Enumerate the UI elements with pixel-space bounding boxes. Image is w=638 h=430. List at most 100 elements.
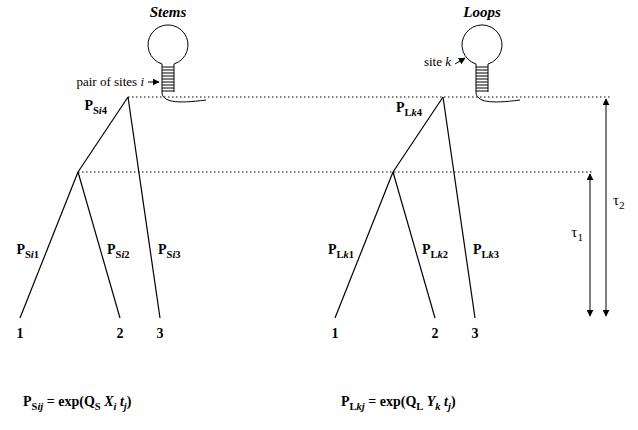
leaf-number: 2 [116, 326, 125, 343]
text-run: P [422, 242, 431, 257]
leaf-number: 1 [331, 326, 340, 343]
text-run: k [435, 400, 440, 411]
text-run: X [104, 394, 113, 409]
text-run: 1 [17, 326, 24, 341]
branch-matrix: PLk4 [395, 100, 423, 117]
text-run [101, 394, 105, 409]
text-run: kj [357, 400, 365, 411]
text-run: 3 [494, 248, 499, 259]
text-run: site [424, 54, 445, 69]
text-run: i [31, 248, 34, 259]
text-run [423, 394, 427, 409]
text-run: 4 [102, 104, 107, 115]
text-run: ij [37, 400, 43, 411]
branch-matrix: PLk2 [421, 242, 449, 259]
time-guides [78, 97, 610, 172]
text-run: L [416, 400, 423, 411]
text-run: t [444, 394, 448, 409]
panel-title: Loops [462, 3, 502, 21]
text-run: j [124, 400, 127, 411]
branch-matrix: PLk3 [472, 242, 500, 259]
text-run: 2 [124, 248, 129, 259]
text-run: = exp(Q [43, 394, 95, 409]
text-run: P [107, 242, 116, 257]
text-run: 3 [472, 326, 479, 341]
text-run: 1 [332, 326, 339, 341]
text-run: τ [571, 224, 577, 240]
text-run: pair of sites [76, 74, 140, 89]
pointer-label: pair of sites i [75, 74, 145, 90]
leaf-number: 3 [471, 326, 480, 343]
loops-tree [335, 97, 475, 318]
branch-matrix: PSi3 [157, 242, 182, 259]
text-run: 3 [157, 326, 164, 341]
text-run: S [25, 248, 31, 259]
text-run: j [448, 400, 451, 411]
leaf-number: 2 [431, 326, 440, 343]
text-run: 4 [417, 106, 422, 117]
text-run: P [84, 98, 93, 113]
text-run: P [23, 394, 32, 409]
text-run: i [121, 248, 124, 259]
branch-matrix: PLk1 [327, 242, 355, 259]
time-label: τ1 [570, 223, 584, 241]
stems-tree [20, 97, 160, 318]
text-run: L [431, 248, 438, 259]
formula: PLkj = exp(QL Yk tj) [340, 394, 457, 411]
text-run: i [172, 248, 175, 259]
text-run: 1 [577, 231, 583, 243]
text-run: L [482, 248, 489, 259]
leaf-number: 3 [156, 326, 165, 343]
text-run: i [99, 104, 102, 115]
text-run: k [489, 248, 494, 259]
text-run: i [140, 74, 144, 89]
text-run: k [412, 106, 417, 117]
text-run [116, 394, 120, 409]
text-run: P [328, 242, 337, 257]
text-run: k [438, 248, 443, 259]
text-run: 1 [34, 248, 39, 259]
branch-matrix: PSi4 [83, 98, 108, 115]
leaf-number: 1 [16, 326, 25, 343]
text-run: Y [427, 394, 436, 409]
text-run: P [158, 242, 167, 257]
text-run [441, 394, 445, 409]
text-run: S [32, 400, 38, 411]
text-run: 2 [432, 326, 439, 341]
panel-title: Stems [149, 3, 188, 21]
text-run: 3 [175, 248, 180, 259]
text-run: t [120, 394, 124, 409]
text-run: P [473, 242, 482, 257]
text-run: L [350, 400, 357, 411]
loop-hairpin [455, 25, 520, 102]
text-run: S [95, 400, 101, 411]
text-run: L [404, 106, 411, 117]
time-label: τ2 [612, 191, 626, 209]
text-run: S [167, 248, 173, 259]
text-run: 2 [443, 248, 448, 259]
text-run: P [341, 394, 350, 409]
text-run: k [344, 248, 349, 259]
text-run: τ [613, 192, 619, 208]
text-run: L [336, 248, 343, 259]
text-run: 2 [117, 326, 124, 341]
text-run: S [116, 248, 122, 259]
text-run: P [16, 242, 25, 257]
text-run: 2 [619, 199, 625, 211]
text-run: k [445, 54, 451, 69]
text-run: Stems [150, 4, 187, 20]
text-run: i [113, 400, 116, 411]
text-run: 1 [349, 248, 354, 259]
text-run: S [93, 104, 99, 115]
time-arrows [590, 99, 606, 316]
text-run: Loops [463, 4, 501, 20]
branch-matrix: PSi1 [15, 242, 40, 259]
stem-hairpin [148, 25, 206, 102]
text-run: ) [127, 394, 132, 409]
text-run: P [396, 100, 405, 115]
branch-matrix: PSi2 [106, 242, 131, 259]
text-run: = exp(Q [365, 394, 417, 409]
formula: PSij = exp(QS Xi tj) [22, 394, 132, 411]
pointer-label: site k [423, 54, 452, 70]
